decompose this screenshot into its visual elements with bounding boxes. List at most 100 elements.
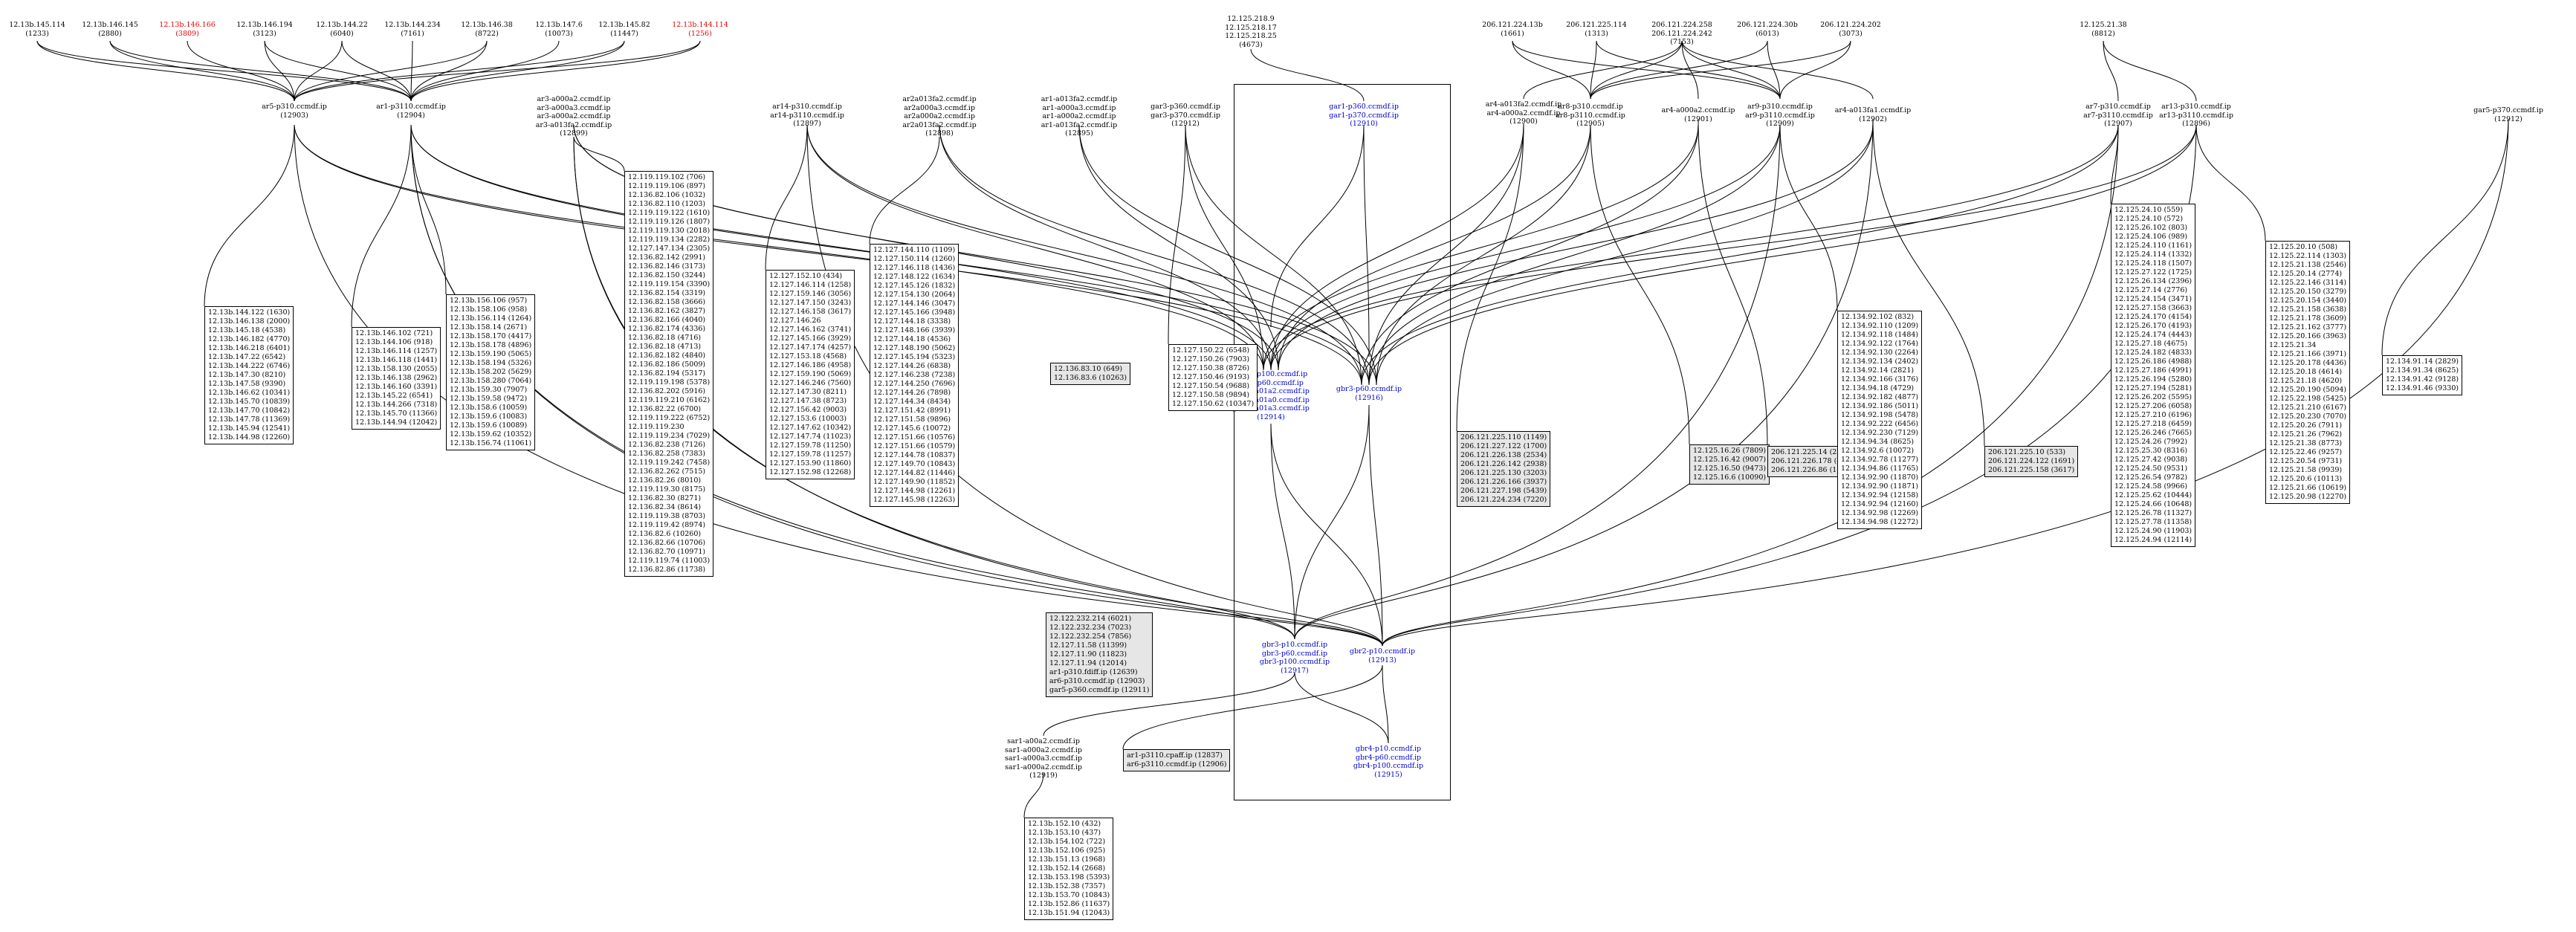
address-entry: 12.125.20.18 (4614) (2269, 368, 2343, 376)
address-entry: 12.127.11.90 (11823) (1049, 650, 1127, 658)
address-list-box-b2[interactable]: 12.13b.146.102 (721)12.13b.144.106 (918)… (352, 327, 441, 430)
address-list-box-b6[interactable]: 12.127.144.110 (1109)12.127.150.114 (126… (870, 244, 959, 507)
address-entry: 12.125.24.154 (3471) (2114, 295, 2192, 303)
address-entry: 12.127.153.6 (10003) (769, 415, 847, 423)
edge-router-to-core (939, 124, 1370, 386)
address-list-box-b14[interactable]: 12.125.24.10 (559)12.125.24.10 (572)12.1… (2111, 204, 2196, 547)
address-entry: 12.125.24.66 (10648) (2114, 500, 2192, 508)
graph-node-t1[interactable]: 12.13b.145.114(1233) (9, 21, 65, 38)
node-label-line: 12.13b.144.114 (672, 21, 728, 29)
node-label-line: 206.121.224.242 (1651, 29, 1712, 38)
graph-node-t6[interactable]: 12.13b.144.234(7161) (384, 21, 441, 38)
address-entry: 12.13b.153.198 (5393) (1028, 873, 1110, 881)
graph-node-c2[interactable]: gbr3-p60.ccmdf.ip(12916) (1336, 385, 1402, 402)
address-list-box-b17[interactable]: 12.122.232.214 (6021)12.122.232.234 (702… (1046, 612, 1153, 697)
address-entry: ar6-p3110.ccmdf.ip (12906) (1127, 760, 1227, 768)
node-label-line: (12916) (1355, 393, 1383, 402)
address-entry: 12.136.82.258 (7383) (628, 450, 706, 458)
node-label-line: 12.125.21.38 (2080, 21, 2127, 29)
address-list-box-b8[interactable]: 12.127.150.22 (6548)12.127.150.26 (7903)… (1168, 344, 1258, 411)
graph-node-t15[interactable]: 206.121.224.30b(6013) (1737, 21, 1798, 38)
address-entry: 12.134.91.34 (8625) (2386, 366, 2459, 375)
address-entry: 12.125.20.10 (508) (2269, 243, 2338, 251)
edge-top-to-router (341, 40, 412, 102)
node-label-line: sar1-a000a2.ccmdf.ip (1005, 745, 1082, 754)
address-list-box-b13[interactable]: 206.121.225.10 (533)206.121.224.122 (169… (1984, 446, 2079, 477)
address-entry: 12.127.144.78 (10837) (873, 451, 956, 459)
graph-node-t17[interactable]: 12.125.21.38(8812) (2080, 21, 2126, 38)
edge-top-to-router (1681, 40, 1699, 100)
address-entry: 12.127.145.166 (3929) (769, 334, 852, 343)
node-label-line: (12909) (1766, 120, 1794, 128)
address-list-box-b9[interactable]: 206.121.225.110 (1149)206.121.227.122 (1… (1457, 431, 1551, 507)
address-entry: 206.121.226.166 (3937) (1460, 478, 1547, 486)
graph-node-t8[interactable]: 12.13b.147.6(10073) (535, 21, 583, 38)
address-entry: 12.127.154.130 (2064) (873, 291, 956, 299)
graph-node-t2[interactable]: 12.13b.146.145(2880) (82, 21, 138, 38)
graph-node-t10[interactable]: 12.13b.144.114(1256) (672, 21, 728, 38)
graph-node-t7[interactable]: 12.13b.146.38(8722) (461, 21, 513, 38)
edge-top-to-router (1590, 40, 1597, 100)
address-entry: 12.125.26.246 (7665) (2114, 429, 2192, 437)
graph-node-t4[interactable]: 12.13b.146.194(3123) (236, 21, 293, 38)
address-list-box-b4[interactable]: 12.119.119.102 (706)12.119.119.106 (897)… (624, 171, 714, 577)
address-entry: 206.121.226.142 (2938) (1460, 460, 1547, 468)
graph-node-t5[interactable]: 12.13b.144.22(6040) (316, 21, 368, 38)
address-list-box-b3[interactable]: 12.13b.156.106 (957)12.13b.158.106 (958)… (446, 294, 536, 450)
graph-node-t12[interactable]: 206.121.224.13b(1661) (1482, 21, 1543, 38)
address-entry: 12.125.16.26 (7809) (1693, 447, 1767, 455)
address-list-box-b19[interactable]: 12.13b.152.10 (432)12.13b.153.10 (437)12… (1024, 818, 1114, 920)
graph-node-t13[interactable]: 206.121.225.114(1313) (1566, 21, 1627, 38)
graph-node-t9[interactable]: 12.13b.145.82(11447) (598, 21, 650, 38)
address-entry: 12.125.27.78 (11358) (2114, 518, 2192, 526)
edge-router-to-core (1361, 124, 1699, 386)
address-list-box-b7[interactable]: 12.136.83.10 (649)12.136.83.6 (10263) (1050, 363, 1131, 385)
edge-top-to-router (1590, 40, 1768, 100)
edge-core (1270, 423, 1295, 640)
address-list-box-b16[interactable]: 12.134.91.14 (2829)12.134.91.34 (8625)12… (2382, 355, 2463, 395)
graph-node-m13[interactable]: ar4-a013fa1.ccmdf.ip(12902) (1835, 106, 1912, 123)
graph-node-m2[interactable]: ar1-p3110.ccmdf.ip(12904) (376, 103, 446, 120)
graph-node-t3[interactable]: 12.13b.146.166(3809) (159, 21, 216, 38)
address-list-box-b5[interactable]: 12.127.152.10 (434)12.127.146.114 (1258)… (766, 270, 855, 479)
graph-node-m11[interactable]: ar4-a000a2.ccmdf.ip(12901) (1661, 106, 1735, 123)
address-list-box-b18[interactable]: ar1-p3110.cpaff.ip (12837)ar6-p3110.ccmd… (1123, 749, 1231, 771)
graph-node-m1[interactable]: ar5-p310.ccmdf.ip(12903) (262, 103, 327, 120)
address-list-box-b15[interactable]: 12.125.20.10 (508)12.125.22.114 (1303)12… (2265, 241, 2351, 504)
edge-router-to-list (2110, 124, 2119, 204)
edge-core (1382, 664, 1389, 744)
node-label-line: 12.13b.147.6 (535, 21, 583, 29)
graph-node-m16[interactable]: gar5-p370.ccmdf.ip(12912) (2473, 106, 2543, 123)
address-entry: 12.125.26.54 (9782) (2114, 473, 2188, 482)
node-label-line: ar8-p3110.ccmdf.ip (1556, 111, 1625, 120)
address-list-box-b1[interactable]: 12.13b.144.122 (1630)12.13b.146.138 (200… (204, 306, 294, 444)
node-label-line: (10073) (545, 29, 573, 38)
edge-router-to-core (1263, 124, 1699, 371)
graph-node-t16[interactable]: 206.121.224.202(3073) (1820, 21, 1881, 38)
node-label-line: (1256) (688, 29, 712, 38)
address-list-box-b12[interactable]: 12.134.92.102 (832)12.134.92.110 (1209)1… (1837, 311, 1923, 529)
address-list-box-b10[interactable]: 12.125.16.26 (7809)12.125.16.42 (9007)12… (1689, 444, 1770, 485)
graph-node-c4[interactable]: gbr2-p10.ccmdf.ip(12913) (1350, 647, 1415, 664)
node-label-line: gbr3-p10.ccmdf.ip (1261, 641, 1328, 649)
address-entry: 12.13b.146.138 (2000) (208, 317, 291, 326)
edge-router-to-core (1270, 124, 1781, 371)
address-entry: 12.127.159.146 (3056) (769, 290, 852, 298)
